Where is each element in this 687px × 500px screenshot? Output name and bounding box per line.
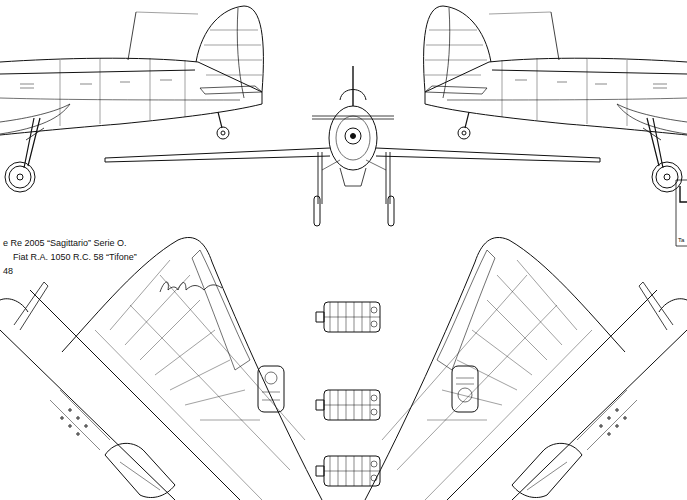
drawing-caption: e Re 2005 “Sagittario” Serie O. (2, 238, 128, 249)
drawing-caption: 48 (2, 266, 14, 277)
drawing-caption: Fiat R.A. 1050 R.C. 58 “Tifone” (12, 252, 138, 263)
drawing-caption: Ta (677, 236, 685, 244)
